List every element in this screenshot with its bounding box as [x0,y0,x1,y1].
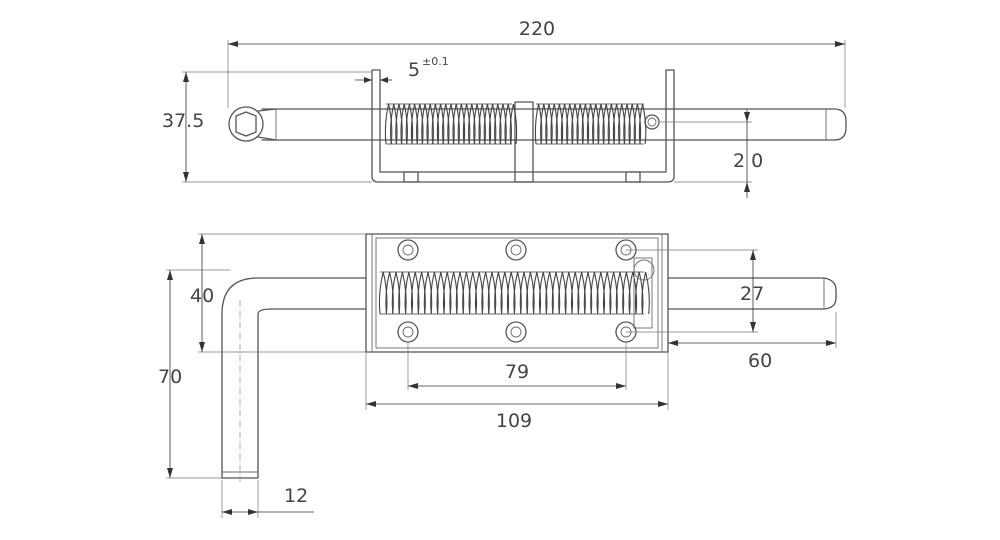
dim-109-arrow-right [658,401,668,407]
top-view: 220 5 ±0.1 37.5 2 0 [162,18,847,198]
boss-left [403,171,419,183]
dim-12-label: 12 [284,485,308,507]
handle-neck-bottom [257,136,277,141]
side-pin-hole-inner [647,117,657,127]
dim-220-arrow-right [835,41,845,47]
dim-5-label: 5 [408,59,420,81]
dim-60-arrow-right [826,340,836,346]
pin-rod [261,108,847,141]
dim-70-label: 70 [158,366,182,388]
retainer-pin [633,259,655,281]
spring-retainer [633,257,653,329]
handle-neck-top [257,108,277,112]
dim-79-arrow-right [616,383,626,389]
bracket-outline [371,69,675,183]
dim-40-arrow-bottom [199,342,205,352]
mounting-holes [397,239,637,343]
pin-right-end [667,277,837,310]
spring-bottom [378,271,650,315]
dim-40-label: 40 [190,285,214,307]
base-plate-outer [365,233,669,353]
dim-40-arrow-top [199,234,205,244]
center-block [514,101,534,183]
hole-top-center [505,239,527,261]
boss-right [625,171,641,183]
hole-top-left [397,239,419,261]
dim-27-label: 27 [740,283,764,305]
dim-79-arrow-left [408,383,418,389]
dim-60-arrow-left [668,340,678,346]
dim-20-arrow-top [744,112,750,122]
dim-20-arrow-bottom [744,182,750,192]
dim-5-arrow-b [380,77,388,83]
dim-5-tolerance: ±0.1 [422,55,449,68]
dim-37-label: 37.5 [162,110,204,132]
dim-109-label: 109 [496,410,532,432]
dim-27-arrow-top [750,250,756,260]
dim-109-arrow-left [366,401,376,407]
dim-60-label: 60 [748,350,772,372]
dim-70-arrow-bottom [167,468,173,478]
bottom-view: 40 70 27 60 79 109 [158,233,837,518]
dim-5-arrow-a [364,77,372,83]
dim-220-arrow-left [228,41,238,47]
base-plate-inner [375,237,659,349]
dim-37-arrow-top [183,72,189,82]
dim-37-arrow-bottom [183,172,189,182]
dim-220-label: 220 [519,18,555,40]
dim-70-arrow-top [167,270,173,280]
hole-bottom-left [397,321,419,343]
dim-12-arrow-right [248,509,258,515]
dim-79-label: 79 [505,361,529,383]
hex-nut-icon [235,111,257,137]
spring-top-left [384,103,518,145]
handle-ring [228,106,264,142]
l-handle [221,277,273,479]
side-pin-hole [644,114,660,130]
dim-12-arrow-left [222,509,232,515]
dim-20-label: 2 0 [733,150,763,172]
dim-27-arrow-bottom [750,322,756,332]
hole-bottom-center [505,321,527,343]
spring-top-right [534,103,647,145]
